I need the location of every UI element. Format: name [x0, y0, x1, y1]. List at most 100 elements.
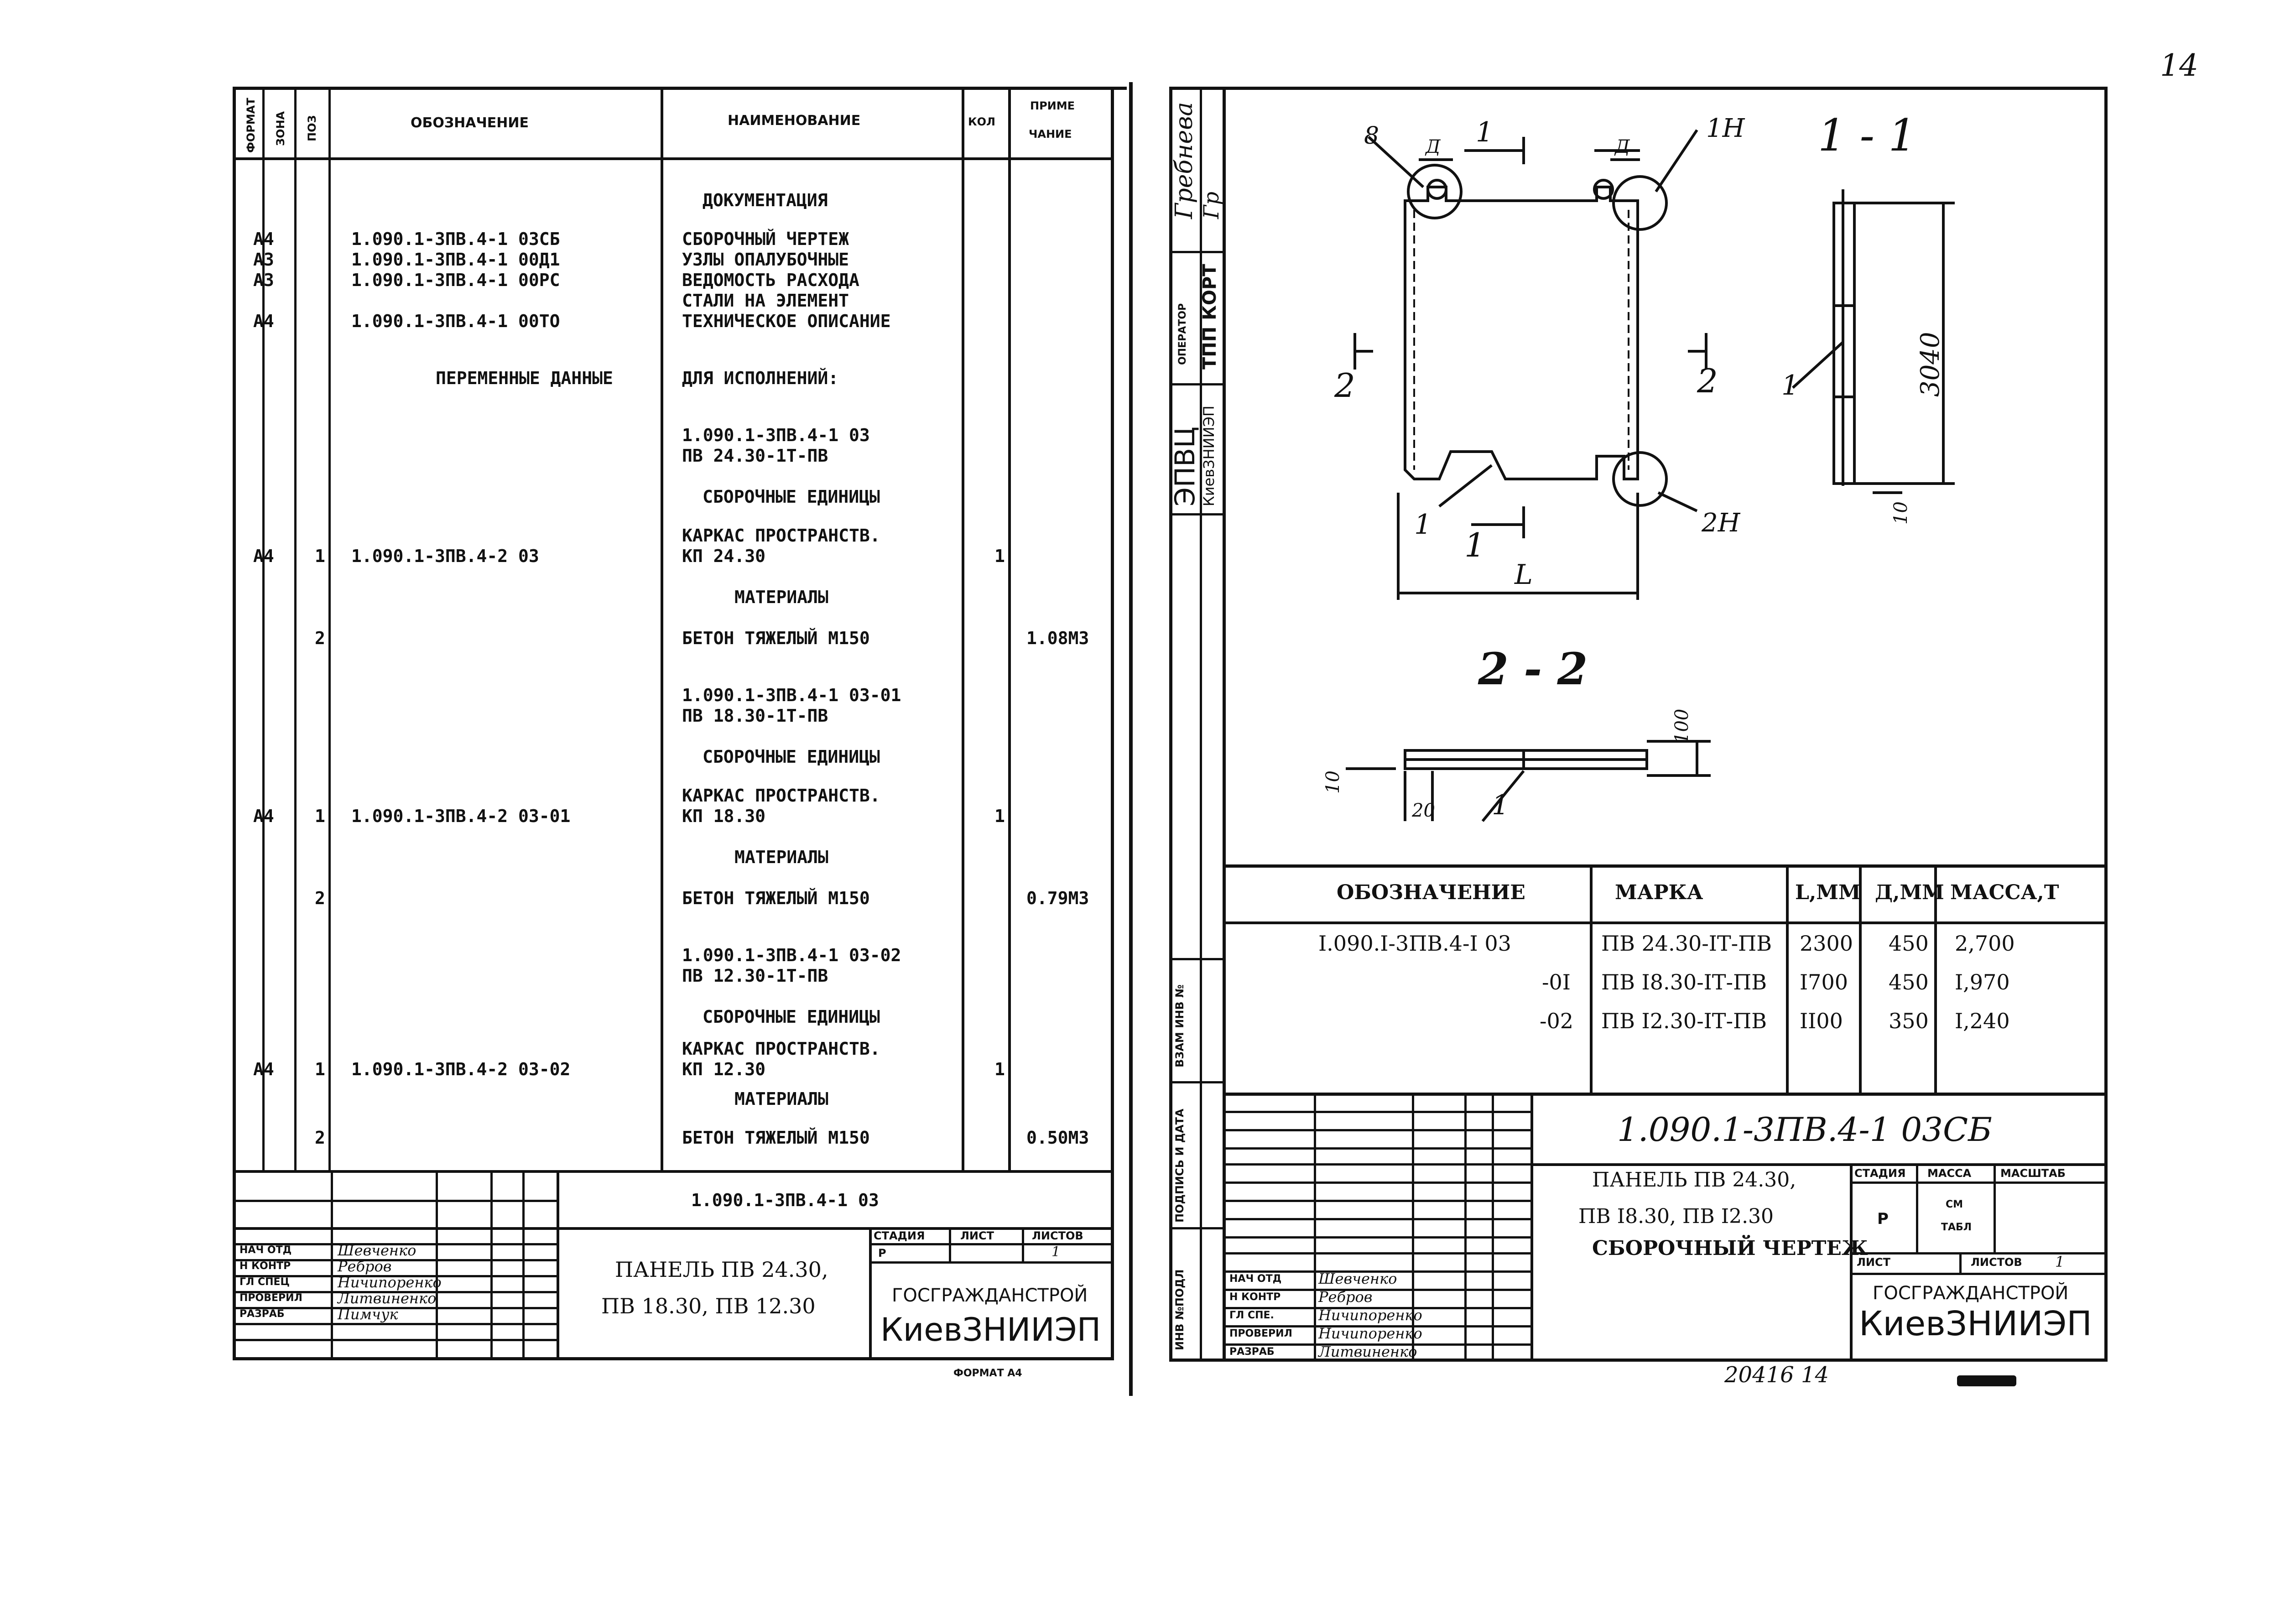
- right-stamp-title-3: СБОРОЧНЫЙ ЧЕРТЕЖ: [1592, 1237, 1868, 1260]
- row-note: 0.79М3: [1026, 888, 1089, 908]
- row-name: ПВ 18.30-1Т-ПВ: [682, 706, 828, 726]
- header-designation: ОБОЗНАЧЕНИЕ: [411, 115, 529, 131]
- assembly-drawing: 1 - 1 2 - 2 8 Д 1 Д 1Н 2 2 1 1 2Н L 1 10…: [1322, 110, 1955, 822]
- row-name: БЕТОН ТЯЖЕЛЫЙ М150: [682, 628, 870, 648]
- label-8: 8: [1364, 122, 1379, 150]
- table-cell: I700: [1800, 970, 1848, 994]
- row-designation: 1.090.1-3ПВ.4-2 03-01: [351, 806, 571, 826]
- header-zone: ЗОНА: [274, 111, 287, 146]
- table-cell: 2,700: [1955, 931, 2015, 956]
- bottom-stamp-mark: [1957, 1375, 2016, 1386]
- row-pos: 2: [315, 888, 325, 908]
- side-name-1: Гребнева: [1171, 102, 1198, 219]
- row-pos: 1: [315, 546, 325, 566]
- row-qty: 1: [994, 1059, 1005, 1079]
- stamp-line: [869, 1227, 872, 1357]
- left-stamp-sheets: 1: [1052, 1244, 1061, 1260]
- left-stamp-org-2: КиевЗНИИЭП: [880, 1311, 1101, 1348]
- header-format: ФОРМАТ: [245, 98, 257, 153]
- label-3040: 3040: [1916, 332, 1945, 397]
- table-line: [1226, 921, 2104, 924]
- rstamp-row-line: [1226, 1289, 1530, 1291]
- side-operator-label: ОПЕРАТОР: [1177, 303, 1188, 365]
- row-designation: 1.090.1-3ПВ.4-2 03: [351, 546, 539, 566]
- left-role: Н КОНТР: [239, 1260, 291, 1272]
- row-note: 1.08М3: [1026, 628, 1089, 648]
- right-signer-name: Ничипоренко: [1318, 1325, 1422, 1342]
- right-role: Н КОНТР: [1229, 1291, 1281, 1303]
- left-stamp-title-1: ПАНЕЛЬ ПВ 24.30,: [615, 1257, 828, 1282]
- label-2h: 2Н: [1701, 508, 1741, 538]
- rstamp-row-line: [1226, 1218, 1530, 1220]
- row-designation: 1.090.1-3ПВ.4-1 00Д1: [351, 250, 560, 270]
- row-format: А4: [253, 311, 274, 331]
- right-role: РАЗРАБ: [1229, 1346, 1275, 1358]
- table-line: [1859, 864, 1862, 1095]
- right-stamp-stage-header: СТАДИЯ: [1854, 1167, 1906, 1180]
- side-name-2: ЭПВЦ: [1169, 427, 1201, 506]
- table-header: Д,ММ: [1875, 881, 1944, 904]
- row-name: БЕТОН ТЯЖЕЛЫЙ М150: [682, 888, 870, 908]
- rstamp-row-line: [1226, 1252, 1530, 1254]
- left-stamp-title-2: ПВ 18.30, ПВ 12.30: [601, 1294, 816, 1318]
- row-name: КАРКАС ПРОСТРАНСТВ.: [682, 1039, 880, 1059]
- row-name: МАТЕРИАЛЫ: [734, 587, 828, 607]
- row-qty: 1: [994, 546, 1005, 566]
- rstamp-row-line: [1226, 1147, 1530, 1150]
- left-stamp-sheets-header: ЛИСТОВ: [1032, 1229, 1083, 1242]
- right-signer-name: Ребров: [1318, 1288, 1373, 1306]
- stamp-line: [949, 1227, 951, 1261]
- side-org: КиевЗНИИЭП: [1200, 406, 1218, 506]
- right-role: ПРОВЕРИЛ: [1229, 1328, 1292, 1339]
- stamp-line: [233, 1227, 1114, 1230]
- rstamp-row-line: [1226, 1270, 1530, 1273]
- header-note-2: ЧАНИЕ: [1029, 128, 1072, 141]
- left-role: РАЗРАБ: [239, 1308, 285, 1320]
- stamp-line: [233, 1275, 557, 1277]
- left-frame-left: [233, 87, 236, 1359]
- left-frame-top: [233, 87, 1127, 90]
- row-designation: 1.090.1-3ПВ.4-1 03СБ: [351, 229, 560, 249]
- rstamp-row-line: [1226, 1163, 1530, 1166]
- section-2-2-label: 2 - 2: [1478, 643, 1588, 695]
- table-cell: 450: [1889, 931, 1929, 956]
- left-frame-right: [1111, 87, 1114, 1359]
- side-operator-value: ТПП КОРТ: [1199, 264, 1220, 370]
- row-name: ТЕХНИЧЕСКОЕ ОПИСАНИЕ: [682, 311, 891, 331]
- row-name: КП 18.30: [682, 806, 766, 826]
- label-10a: 10: [1890, 501, 1911, 525]
- table-line: [1226, 864, 2104, 868]
- header-bottom-line: [233, 157, 1114, 160]
- rstamp-row-line: [1226, 1111, 1530, 1113]
- left-stamp-doc-code: 1.090.1-3ПВ.4-1 03: [691, 1190, 879, 1210]
- rstamp-row-line: [1226, 1343, 1530, 1346]
- table-header: МАРКА: [1615, 881, 1703, 904]
- left-signer-name: Ребров: [338, 1258, 392, 1275]
- left-role: ПРОВЕРИЛ: [239, 1292, 302, 1304]
- row-pos: 1: [315, 1059, 325, 1079]
- stamp-line: [233, 1307, 557, 1309]
- rstamp-line: [1916, 1163, 1918, 1252]
- frame-line: [1200, 87, 1202, 1362]
- row-name: КП 12.30: [682, 1059, 766, 1079]
- right-stamp-org-2: КиевЗНИИЭП: [1859, 1304, 2092, 1343]
- row-name: КП 24.30: [682, 546, 766, 566]
- col-line: [962, 87, 964, 1172]
- row-designation: 1.090.1-3ПВ.4-1 00РС: [351, 270, 560, 290]
- left-frame-bottom: [233, 1357, 1114, 1360]
- left-role: НАЧ ОТД: [239, 1244, 292, 1256]
- frame-line: [1169, 87, 1172, 1362]
- row-name: ДЛЯ ИСПОЛНЕНИЙ:: [682, 368, 839, 388]
- right-stamp-stage: Р: [1877, 1210, 1889, 1228]
- rstamp-col-line: [1492, 1093, 1494, 1362]
- frame-line: [1169, 1081, 1224, 1083]
- row-name: СТАЛИ НА ЭЛЕМЕНТ: [682, 291, 849, 311]
- rstamp-line: [1530, 1163, 2104, 1166]
- format-note: ФОРМАТ А4: [953, 1368, 1022, 1379]
- rstamp-row-line: [1226, 1093, 1530, 1095]
- row-name: 1.090.1-3ПВ.4-1 03-01: [682, 685, 901, 705]
- col-line: [294, 87, 297, 1172]
- row-name: УЗЛЫ ОПАЛУБОЧНЫЕ: [682, 250, 849, 270]
- left-stamp-stage-header: СТАДИЯ: [874, 1229, 925, 1242]
- rstamp-col-line: [1314, 1093, 1316, 1362]
